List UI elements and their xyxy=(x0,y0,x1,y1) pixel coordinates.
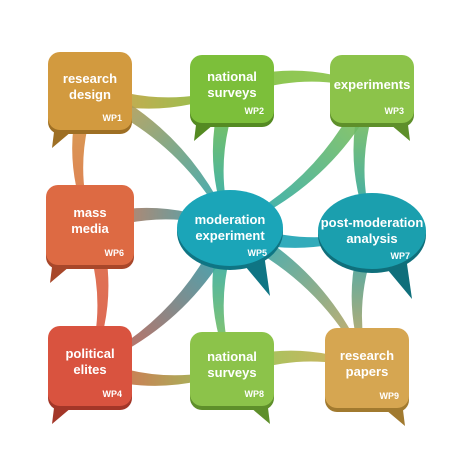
bubble-body xyxy=(325,328,409,408)
node-label-line: surveys xyxy=(207,85,256,100)
node-label-line: political xyxy=(65,346,114,361)
node-code: WP6 xyxy=(104,248,124,258)
node-code: WP4 xyxy=(102,389,122,399)
nodes-layer: researchdesignWP1nationalsurveysWP2exper… xyxy=(46,52,426,426)
node-code: WP1 xyxy=(102,113,122,123)
node-label-line: post-moderation xyxy=(321,215,424,230)
node-label-line: national xyxy=(207,349,257,364)
bubble-body xyxy=(318,193,426,269)
bubble-body xyxy=(46,185,134,265)
node-label-line: mass xyxy=(73,205,106,220)
bubble-body xyxy=(177,190,283,266)
node-label-line: experiment xyxy=(195,228,265,243)
node-code: WP5 xyxy=(247,248,267,258)
node-label-line: research xyxy=(63,71,117,86)
node-label-line: experiments xyxy=(334,77,411,92)
node-label-line: media xyxy=(71,221,109,236)
node-label-line: national xyxy=(207,69,257,84)
node-label-line: design xyxy=(69,87,111,102)
node-label-line: moderation xyxy=(195,212,266,227)
node-code: WP3 xyxy=(384,106,404,116)
bubble-body xyxy=(330,55,414,123)
node-label-line: papers xyxy=(346,364,389,379)
node-code: WP8 xyxy=(244,389,264,399)
bubble-body xyxy=(190,332,274,406)
node-label-line: surveys xyxy=(207,365,256,380)
node-code: WP2 xyxy=(244,106,264,116)
node-code: WP7 xyxy=(390,251,410,261)
node-code: WP9 xyxy=(379,391,399,401)
node-label-line: elites xyxy=(73,362,106,377)
bubble-body xyxy=(48,52,132,130)
bubble-body xyxy=(48,326,132,406)
bubble-body xyxy=(190,55,274,123)
node-label-line: analysis xyxy=(346,231,397,246)
node-label-line: research xyxy=(340,348,394,363)
